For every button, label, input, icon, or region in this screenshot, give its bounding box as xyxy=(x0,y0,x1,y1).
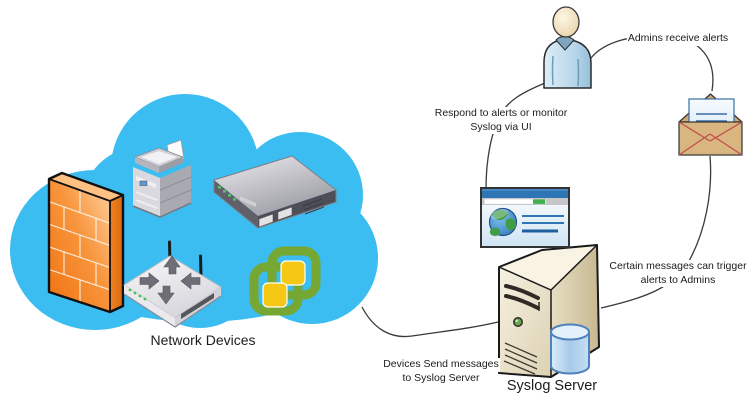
database-icon xyxy=(550,323,590,375)
globe-icon xyxy=(488,207,518,237)
annotation-text: Admins receive alerts xyxy=(626,32,730,46)
vsphere-icon xyxy=(249,246,321,316)
browser-window-icon xyxy=(480,187,570,248)
syslog-server-caption: Syslog Server xyxy=(506,378,598,394)
annotation-text-line2: alerts to Admins xyxy=(639,273,717,287)
connector-admin-to-browser xyxy=(485,82,546,190)
annotation-text-line1: Certain messages can trigger xyxy=(608,260,748,274)
wireless-ap-icon xyxy=(123,240,222,328)
connector-cloud-to-server xyxy=(361,306,499,338)
annotation-text-line2: Syslog via UI xyxy=(469,120,533,134)
admin-person-icon xyxy=(543,6,592,89)
annotation-text-line2: to Syslog Server xyxy=(401,371,481,385)
email-envelope-icon xyxy=(678,93,743,156)
annotation-respond-to-alerts: Respond to alerts or monitor Syslog via … xyxy=(433,107,569,134)
network-devices-caption: Network Devices xyxy=(150,332,256,348)
annotation-admins-receive-alerts: Admins receive alerts xyxy=(626,32,730,46)
annotation-text-line1: Respond to alerts or monitor xyxy=(433,107,569,121)
annotation-devices-send-messages: Devices Send messages to Syslog Server xyxy=(382,358,500,385)
firewall-icon xyxy=(47,171,125,314)
annotation-text-line1: Devices Send messages xyxy=(382,358,500,372)
switch-icon xyxy=(213,155,337,229)
annotation-trigger-alerts: Certain messages can trigger alerts to A… xyxy=(608,260,748,287)
printer-icon xyxy=(132,139,192,218)
